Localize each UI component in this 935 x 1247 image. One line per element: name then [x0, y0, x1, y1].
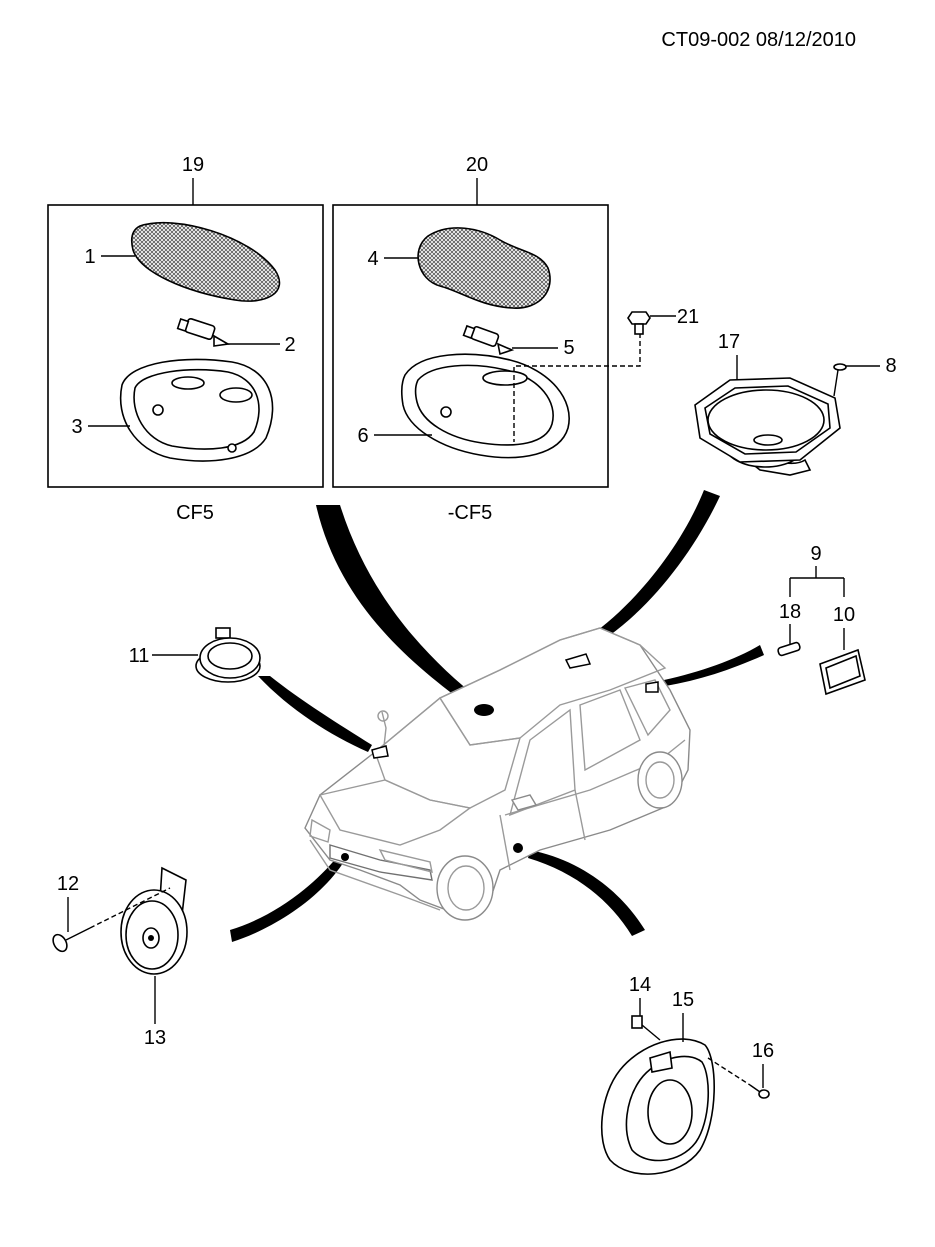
festoon-bulb-5 [462, 324, 515, 356]
vehicle-outline [304, 627, 691, 921]
label-3: 3 [71, 416, 82, 438]
speaker-17: 17 [694, 331, 841, 476]
door-speaker-location [513, 843, 523, 853]
label-9: 9 [810, 543, 821, 565]
label-18: 18 [779, 601, 801, 623]
label-13: 13 [144, 1027, 166, 1049]
cargo-lamp-location [645, 681, 659, 693]
tweeter-location [371, 745, 389, 759]
horn-13: 13 [120, 866, 188, 1049]
bolt-21: 21 [627, 306, 699, 335]
caption-cf5: CF5 [176, 502, 214, 524]
label-8: 8 [885, 355, 896, 377]
lamp-lens-4 [417, 227, 551, 309]
label-16: 16 [752, 1040, 774, 1062]
horn-location [341, 853, 349, 861]
caption-non-cf5: -CF5 [448, 502, 492, 524]
label-11: 11 [129, 645, 150, 667]
screw-8: 8 [833, 355, 897, 397]
label-1: 1 [84, 246, 95, 268]
screw-16: 16 [707, 1040, 774, 1099]
dome-lamp-location [474, 704, 494, 716]
tweeter-11: 11 [129, 627, 261, 683]
label-15: 15 [672, 989, 694, 1011]
label-4: 4 [367, 248, 378, 270]
document-code: CT09-002 08/12/2010 [661, 29, 856, 51]
lamp-lens-1 [130, 221, 281, 302]
label-21: 21 [677, 306, 699, 328]
clip-14: 14 [629, 974, 661, 1041]
group-box-20 [332, 204, 609, 488]
door-speaker-15: 15 [600, 989, 715, 1175]
roof-speaker-location [564, 653, 592, 669]
rear-wheel [637, 751, 683, 809]
label-17: 17 [718, 331, 740, 353]
dome-lamp-assembly-non-cf5: 20 -CF5 4 5 6 [332, 154, 641, 524]
label-2: 2 [284, 334, 295, 356]
callout-sweeps [230, 490, 764, 942]
wedge-bulb-18 [777, 641, 801, 657]
label-12: 12 [57, 873, 79, 895]
label-5: 5 [563, 337, 574, 359]
cargo-lamp-group-9: 9 18 10 [777, 543, 866, 696]
screw-12: 12 [52, 873, 171, 953]
label-10: 10 [833, 604, 855, 626]
group-box-19 [47, 204, 324, 488]
cargo-lamp-10 [819, 648, 866, 696]
lamp-housing-6 [400, 353, 570, 459]
dome-lamp-assembly-cf5: 19 CF5 1 2 3 [47, 154, 324, 524]
label-20: 20 [466, 154, 488, 176]
festoon-bulb-2 [176, 317, 231, 347]
front-grille [329, 844, 433, 881]
label-19: 19 [182, 154, 204, 176]
label-6: 6 [357, 425, 368, 447]
label-14: 14 [629, 974, 651, 996]
lamp-housing-3 [119, 358, 274, 462]
